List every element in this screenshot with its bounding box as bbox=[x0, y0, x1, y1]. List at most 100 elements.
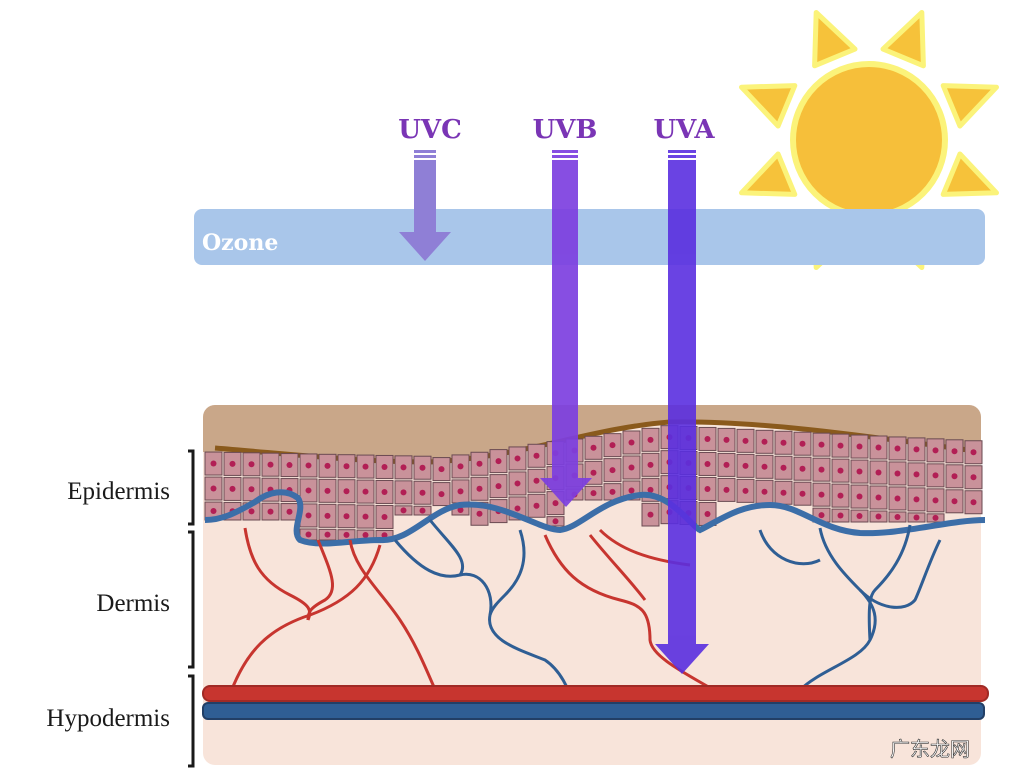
cell-nucleus bbox=[818, 466, 825, 473]
cell-nucleus bbox=[970, 449, 977, 456]
cell-nucleus bbox=[457, 463, 464, 470]
cell-nucleus bbox=[324, 531, 331, 538]
hypodermis-bracket bbox=[188, 674, 195, 768]
cell-nucleus bbox=[761, 488, 768, 495]
cell-nucleus bbox=[210, 460, 217, 467]
cell-nucleus bbox=[438, 491, 445, 498]
cell-nucleus bbox=[248, 461, 255, 468]
cell-nucleus bbox=[932, 472, 939, 479]
cell-nucleus bbox=[647, 511, 654, 518]
cell-nucleus bbox=[951, 448, 958, 455]
cell-nucleus bbox=[514, 480, 521, 487]
cell-nucleus bbox=[647, 436, 654, 443]
cell-nucleus bbox=[799, 465, 806, 472]
cell-nucleus bbox=[267, 508, 274, 515]
uvb-arrow bbox=[540, 150, 592, 507]
cell-nucleus bbox=[419, 507, 426, 514]
cell-nucleus bbox=[704, 435, 711, 442]
cell-nucleus bbox=[305, 512, 312, 519]
cell-nucleus bbox=[514, 505, 521, 512]
cell-nucleus bbox=[248, 486, 255, 493]
cell-nucleus bbox=[837, 492, 844, 499]
cell-nucleus bbox=[286, 462, 293, 469]
cell-nucleus bbox=[723, 486, 730, 493]
cell-nucleus bbox=[970, 499, 977, 506]
ozone-label: Ozone bbox=[202, 230, 278, 256]
cell-nucleus bbox=[324, 462, 331, 469]
cell-nucleus bbox=[229, 460, 236, 467]
cell-nucleus bbox=[457, 506, 464, 513]
cell-nucleus bbox=[704, 460, 711, 467]
cell-nucleus bbox=[267, 461, 274, 468]
cell-nucleus bbox=[856, 493, 863, 500]
cell-nucleus bbox=[590, 490, 597, 497]
cell-nucleus bbox=[381, 463, 388, 470]
sun-ray bbox=[940, 83, 999, 129]
cell-nucleus bbox=[590, 444, 597, 451]
ozone-layer bbox=[194, 209, 985, 265]
cell-nucleus bbox=[951, 473, 958, 480]
layer-brackets bbox=[188, 449, 195, 768]
cell-nucleus bbox=[248, 508, 255, 515]
cell-nucleus bbox=[742, 437, 749, 444]
cell-nucleus bbox=[875, 494, 882, 501]
cell-nucleus bbox=[305, 462, 312, 469]
cell-nucleus bbox=[324, 512, 331, 519]
cell-nucleus bbox=[932, 514, 939, 521]
cell-nucleus bbox=[913, 446, 920, 453]
uvb-label: UVB bbox=[533, 115, 598, 145]
cell-nucleus bbox=[799, 440, 806, 447]
cell-nucleus bbox=[343, 513, 350, 520]
cell-nucleus bbox=[324, 487, 331, 494]
cell-nucleus bbox=[400, 507, 407, 514]
cell-nucleus bbox=[286, 508, 293, 515]
cell-nucleus bbox=[704, 510, 711, 517]
cell-nucleus bbox=[533, 452, 540, 459]
cell-nucleus bbox=[837, 442, 844, 449]
cell-nucleus bbox=[875, 444, 882, 451]
cell-nucleus bbox=[818, 491, 825, 498]
cell-nucleus bbox=[362, 513, 369, 520]
uva-arrow bbox=[655, 150, 709, 674]
cell-nucleus bbox=[704, 485, 711, 492]
cell-nucleus bbox=[818, 441, 825, 448]
cell-nucleus bbox=[742, 462, 749, 469]
cell-nucleus bbox=[647, 486, 654, 493]
basement-membrane bbox=[204, 489, 986, 547]
dermis-bracket bbox=[188, 530, 195, 669]
cell-nucleus bbox=[381, 532, 388, 539]
cell-nucleus bbox=[780, 464, 787, 471]
cell-nucleus bbox=[628, 439, 635, 446]
cell-nucleus bbox=[343, 531, 350, 538]
cell-nucleus bbox=[381, 513, 388, 520]
cell-nucleus bbox=[894, 513, 901, 520]
cell-nucleus bbox=[875, 513, 882, 520]
cell-nucleus bbox=[381, 488, 388, 495]
cell-nucleus bbox=[552, 518, 559, 525]
cell-nucleus bbox=[628, 487, 635, 494]
cell-nucleus bbox=[856, 513, 863, 520]
cell-nucleus bbox=[495, 458, 502, 465]
cell-nucleus bbox=[894, 495, 901, 502]
sun-ray bbox=[812, 10, 858, 69]
cell-nucleus bbox=[210, 508, 217, 515]
cell-nucleus bbox=[305, 531, 312, 538]
cell-nucleus bbox=[780, 439, 787, 446]
cell-nucleus bbox=[400, 464, 407, 471]
cell-nucleus bbox=[419, 489, 426, 496]
cell-nucleus bbox=[970, 474, 977, 481]
hypodermis-artery bbox=[202, 685, 989, 702]
hypodermis-label: Hypodermis bbox=[46, 705, 170, 732]
cell-nucleus bbox=[590, 469, 597, 476]
cell-nucleus bbox=[951, 498, 958, 505]
cell-nucleus bbox=[780, 489, 787, 496]
watermark: 广东龙网 bbox=[890, 737, 970, 761]
cell-nucleus bbox=[628, 464, 635, 471]
cell-nucleus bbox=[913, 471, 920, 478]
dermis-label: Dermis bbox=[96, 590, 170, 617]
epidermis-label: Epidermis bbox=[67, 478, 170, 505]
cell-nucleus bbox=[533, 502, 540, 509]
sun-disc bbox=[790, 61, 948, 219]
uvc-label: UVC bbox=[398, 115, 462, 145]
